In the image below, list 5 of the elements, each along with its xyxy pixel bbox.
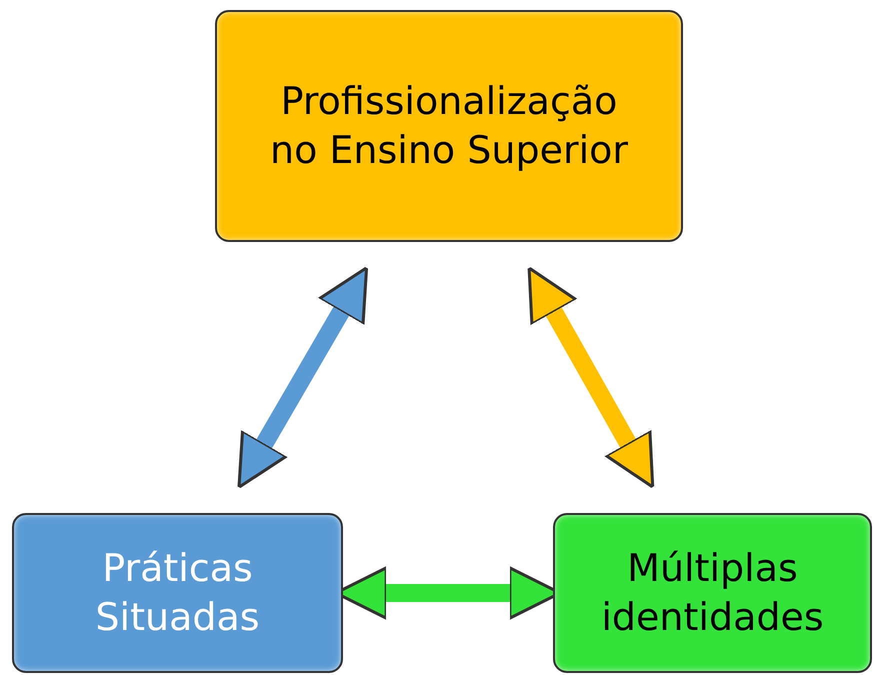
double-arrow [237, 266, 368, 489]
concept-box: Múltiplas identidades [553, 513, 872, 673]
double-arrow [528, 266, 654, 489]
concept-box: Profissionalização no Ensino Superior [215, 10, 683, 242]
concept-box: Práticas Situadas [12, 513, 343, 673]
